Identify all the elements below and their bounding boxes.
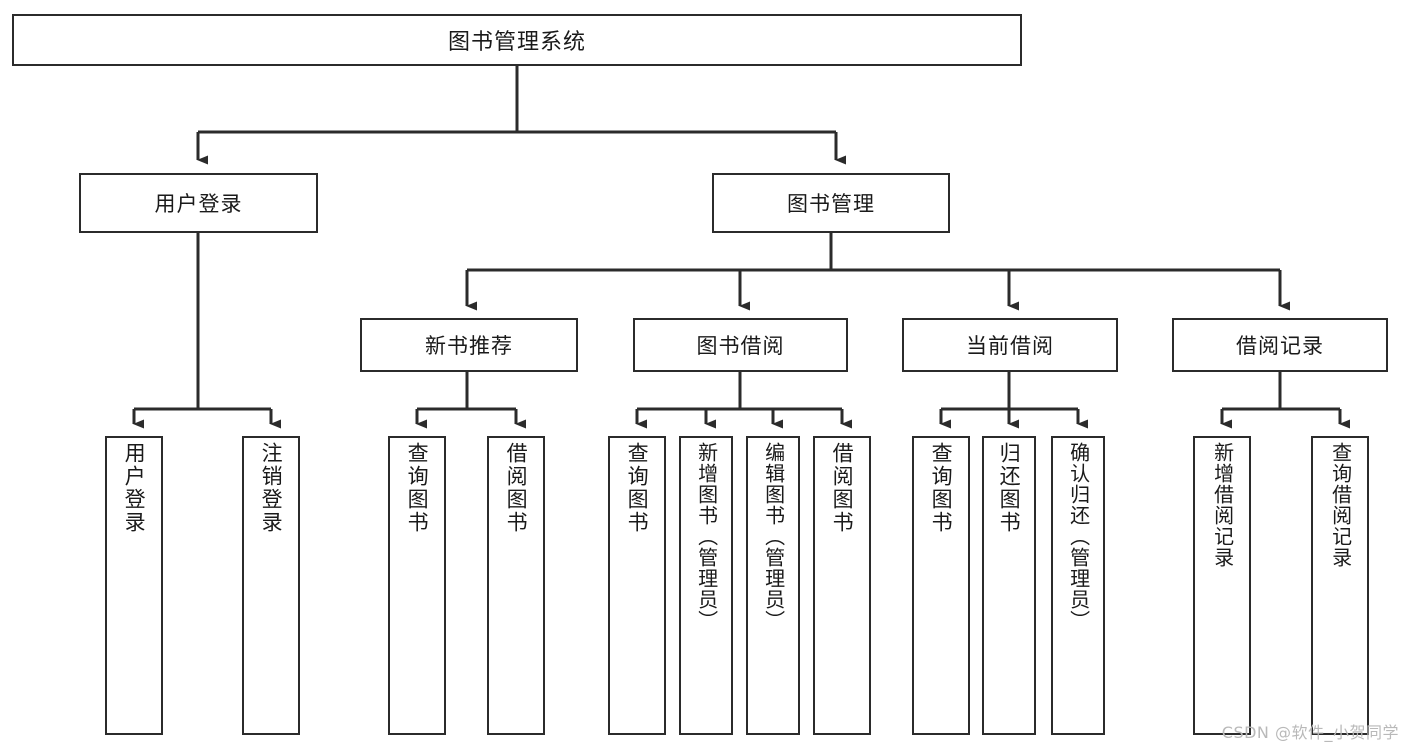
node-label: 注销登录	[259, 442, 284, 534]
leaf-edit-book-admin[interactable]: 编辑图书（管理员）	[746, 436, 800, 735]
node-current-borrow[interactable]: 当前借阅	[902, 318, 1118, 372]
leaf-logout[interactable]: 注销登录	[242, 436, 300, 735]
watermark: CSDN @软件_小贺同学	[1221, 723, 1399, 742]
node-book-borrow[interactable]: 图书借阅	[633, 318, 848, 372]
leaf-borrow-book-new[interactable]: 借阅图书	[487, 436, 545, 735]
node-label: 图书借阅	[696, 334, 785, 358]
node-borrow-record[interactable]: 借阅记录	[1172, 318, 1388, 372]
leaf-borrow-book[interactable]: 借阅图书	[813, 436, 871, 735]
leaf-query-book-new[interactable]: 查询图书	[388, 436, 446, 735]
node-label: 借阅图书	[830, 442, 855, 534]
node-new-book-recommend[interactable]: 新书推荐	[360, 318, 578, 372]
node-label: 确认归还（管理员）	[1066, 442, 1091, 631]
node-label: 图书管理系统	[447, 30, 586, 55]
leaf-add-borrow-record[interactable]: 新增借阅记录	[1193, 436, 1251, 735]
leaf-user-login[interactable]: 用户登录	[105, 436, 163, 735]
node-label: 新书推荐	[425, 334, 513, 358]
node-label: 借阅记录	[1236, 334, 1324, 358]
node-root-system[interactable]: 图书管理系统	[12, 14, 1022, 66]
node-label: 查询图书	[625, 442, 650, 534]
node-label: 用户登录	[154, 192, 243, 216]
node-label: 归还图书	[997, 442, 1022, 534]
node-book-management[interactable]: 图书管理	[712, 173, 950, 233]
leaf-return-book[interactable]: 归还图书	[982, 436, 1036, 735]
node-label: 当前借阅	[966, 334, 1054, 358]
node-label: 查询借阅记录	[1328, 442, 1353, 568]
leaf-query-book-borrow[interactable]: 查询图书	[608, 436, 666, 735]
node-user-login[interactable]: 用户登录	[79, 173, 318, 233]
node-label: 编辑图书（管理员）	[761, 442, 786, 631]
node-label: 新增借阅记录	[1210, 442, 1235, 568]
node-label: 图书管理	[787, 192, 875, 216]
leaf-query-borrow-record[interactable]: 查询借阅记录	[1311, 436, 1369, 735]
node-label: 用户登录	[122, 442, 147, 534]
node-label: 查询图书	[929, 442, 954, 534]
node-label: 借阅图书	[504, 442, 529, 534]
leaf-query-book-current[interactable]: 查询图书	[912, 436, 970, 735]
node-label: 查询图书	[405, 442, 430, 534]
leaf-confirm-return-admin[interactable]: 确认归还（管理员）	[1051, 436, 1105, 735]
node-label: 新增图书（管理员）	[694, 442, 719, 631]
leaf-add-book-admin[interactable]: 新增图书（管理员）	[679, 436, 733, 735]
